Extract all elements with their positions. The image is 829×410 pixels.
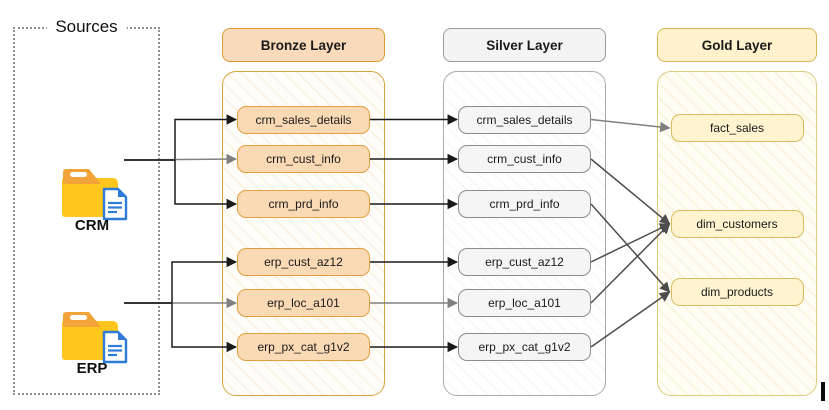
node-s_erp_loc_a101: erp_loc_a101 xyxy=(458,289,591,317)
node-b_erp_loc_a101: erp_loc_a101 xyxy=(237,289,370,317)
source-crm: CRM xyxy=(62,169,128,234)
source-label-erp: ERP xyxy=(76,360,108,377)
layer-header-silver: Silver Layer xyxy=(443,28,606,62)
node-g_fact_sales: fact_sales xyxy=(670,114,804,142)
source-label-crm: CRM xyxy=(74,217,110,234)
node-s_erp_cust_az12: erp_cust_az12 xyxy=(458,248,591,276)
node-s_crm_sales_details: crm_sales_details xyxy=(458,105,591,134)
node-b_crm_prd_info: crm_prd_info xyxy=(237,190,370,218)
sources-panel-title: Sources xyxy=(46,17,127,37)
node-b_erp_px_cat_g1v2: erp_px_cat_g1v2 xyxy=(237,333,370,361)
source-erp: ERP xyxy=(62,312,128,377)
node-g_dim_products: dim_products xyxy=(670,278,804,306)
node-s_erp_px_cat_g1v2: erp_px_cat_g1v2 xyxy=(458,333,591,361)
layer-title: Gold Layer xyxy=(701,37,773,53)
node-g_dim_customers: dim_customers xyxy=(670,210,804,238)
node-b_crm_cust_info: crm_cust_info xyxy=(237,145,370,173)
sources-panel: Sources CRM xyxy=(13,17,160,395)
layer-title: Bronze Layer xyxy=(260,37,347,53)
cursor-artifact xyxy=(821,382,825,401)
node-b_crm_sales_details: crm_sales_details xyxy=(237,105,370,134)
document-icon xyxy=(102,330,128,364)
node-s_crm_prd_info: crm_prd_info xyxy=(458,190,591,218)
layer-header-gold: Gold Layer xyxy=(657,28,817,62)
node-s_crm_cust_info: crm_cust_info xyxy=(458,145,591,173)
document-icon xyxy=(102,187,128,221)
layer-header-bronze: Bronze Layer xyxy=(222,28,385,62)
layer-title: Silver Layer xyxy=(486,37,563,53)
node-b_erp_cust_az12: erp_cust_az12 xyxy=(237,248,370,276)
